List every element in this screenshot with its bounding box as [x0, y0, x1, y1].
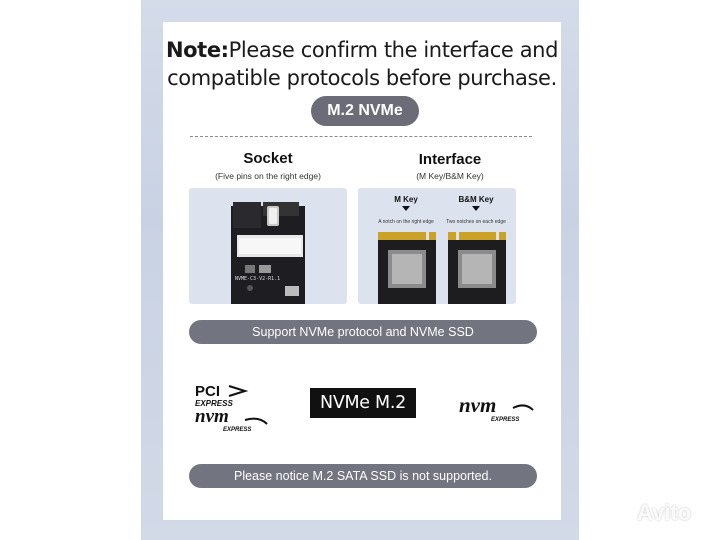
avito-watermark: Avito	[612, 500, 691, 526]
avito-watermark-text: Avito	[637, 500, 692, 525]
product-info-card: Note:Please confirm the interface and co…	[163, 22, 561, 520]
m-key-arrow-icon	[402, 206, 410, 211]
support-banner: Support NVMe protocol and NVMe SSD	[189, 320, 537, 344]
notice-banner: Please notice M.2 SATA SSD is not suppor…	[189, 464, 537, 488]
svg-text:nvm: nvm	[459, 393, 496, 417]
interface-ssd-photo: M Key B&M Key A notch on the right edge …	[358, 188, 516, 304]
pci-express-nvm-logo: PCI EXPRESS nvm EXPRESS	[193, 382, 273, 434]
nvm-express-logo-icon: nvm EXPRESS	[459, 393, 534, 423]
dashed-divider	[190, 136, 532, 137]
m2-nvme-badge: M.2 NVMe	[311, 96, 419, 126]
svg-text:EXPRESS: EXPRESS	[195, 399, 233, 408]
socket-subtitle: (Five pins on the right edge)	[215, 171, 321, 181]
pci-express-logo-icon: PCI EXPRESS nvm EXPRESS	[195, 383, 268, 433]
adapter-board-image: NVME-C3-V2-R1.1	[231, 202, 305, 304]
interface-subtitle: (M Key/B&M Key)	[416, 171, 484, 181]
socket-board-photo: NVME-C3-V2-R1.1	[189, 188, 347, 304]
avito-dots-icon	[613, 504, 632, 522]
m-key-note: A notch on the right edge	[378, 219, 434, 225]
bm-key-note: Two notches on each edge	[446, 219, 506, 225]
interface-title: Interface	[418, 151, 482, 168]
bm-key-label: B&M Key	[458, 195, 494, 204]
m-key-label: M Key	[394, 195, 418, 204]
svg-text:EXPRESS: EXPRESS	[223, 427, 251, 433]
note-heading: Note:Please confirm the interface and co…	[165, 38, 559, 90]
nvm-express-logo: nvm EXPRESS	[457, 390, 537, 426]
board-silkscreen-label: NVME-C3-V2-R1.1	[235, 276, 280, 282]
ssd-keys-image: M Key B&M Key A notch on the right edge …	[378, 195, 506, 304]
bm-key-arrow-icon	[472, 206, 480, 211]
svg-text:nvm: nvm	[195, 406, 229, 427]
socket-title: Socket	[243, 150, 293, 167]
nvme-m2-logo: NVMe M.2	[310, 388, 416, 418]
svg-text:EXPRESS: EXPRESS	[491, 417, 519, 423]
svg-text:PCI: PCI	[195, 383, 220, 400]
